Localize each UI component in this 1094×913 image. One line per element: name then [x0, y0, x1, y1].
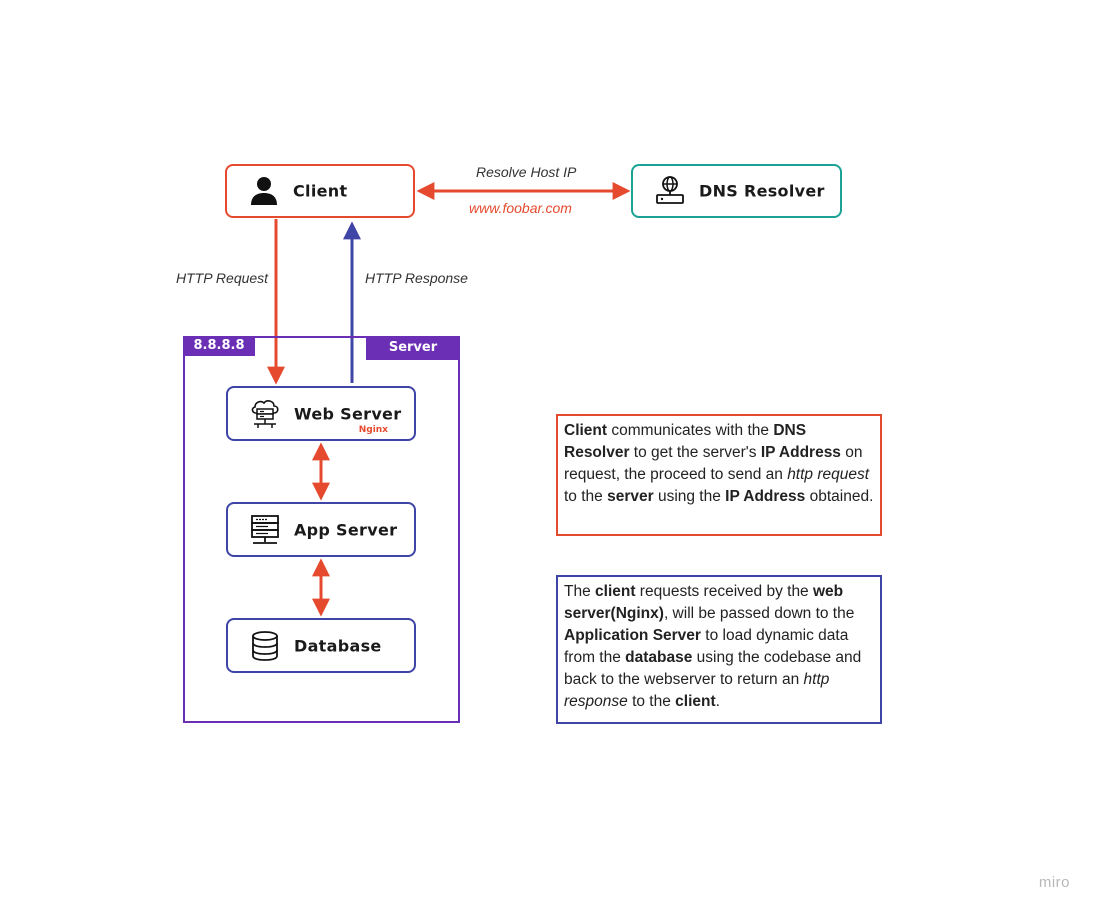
http-request-label: HTTP Request: [176, 270, 269, 286]
note-text-run: , will be passed down to the: [663, 605, 855, 622]
client-label: Client: [293, 181, 348, 201]
note-text-run: communicates with the: [607, 422, 774, 439]
app-server-node[interactable]: App Server: [226, 502, 416, 557]
dns-resolver-node[interactable]: DNS Resolver: [631, 164, 842, 218]
note-text-run: client: [595, 583, 636, 600]
database-node[interactable]: Database: [226, 618, 416, 673]
note-text-run: using the: [653, 488, 726, 505]
http-response-label: HTTP Response: [365, 270, 468, 286]
server-group: [183, 336, 460, 723]
note-text-run: obtained.: [805, 488, 874, 505]
note-text-run: .: [715, 693, 720, 710]
note-text-run: DNS Resolver: [564, 422, 807, 461]
app-server-label: App Server: [294, 520, 398, 539]
cloud-server-icon: [251, 399, 279, 428]
note-text-run: using the codebase and back to the webse…: [564, 649, 862, 688]
note-text-run: IP Address: [725, 488, 806, 505]
globe-server-icon: [656, 176, 684, 204]
dns-resolver-label: DNS Resolver: [699, 181, 825, 201]
note-text-run: client: [675, 693, 716, 710]
note-text-run: to get the server's: [629, 444, 761, 461]
note-text-run: to the: [627, 693, 676, 710]
note-text-run: to load dynamic data from the: [564, 627, 849, 666]
note-text-run: The: [564, 583, 596, 600]
note-text-run: to the: [564, 488, 608, 505]
database-icon: [252, 630, 278, 661]
nginx-sublabel: Nginx: [358, 425, 388, 435]
note-server-flow: The client requests received by the web …: [556, 575, 882, 724]
note-text-run: server: [607, 488, 654, 505]
server-ip-tag: 8.8.8.8: [183, 336, 255, 356]
domain-label: www.foobar.com: [469, 200, 572, 216]
note-text-run: IP Address: [760, 444, 841, 461]
note-text-run: http request: [787, 466, 870, 483]
note-text-run: on request, the proceed to send an: [564, 444, 863, 483]
server-name-tag: Server: [366, 336, 460, 360]
web-server-node[interactable]: Web Server Nginx: [226, 386, 416, 441]
web-server-label: Web Server: [294, 404, 402, 423]
note-text-run: http response: [564, 671, 830, 710]
database-label: Database: [294, 636, 382, 655]
note-text-run: Application Server: [564, 627, 701, 644]
note-text-run: web server(Nginx): [564, 583, 844, 622]
miro-watermark: miro: [1038, 874, 1070, 891]
client-node[interactable]: Client: [225, 164, 415, 218]
resolve-host-label: Resolve Host IP: [476, 164, 577, 180]
person-icon: [251, 177, 277, 205]
note-text-run: Client: [564, 422, 608, 439]
note-text-run: database: [625, 649, 693, 666]
note-text-run: requests received by the: [635, 583, 813, 600]
note-dns-flow: Client communicates with the DNS Resolve…: [556, 414, 882, 536]
server-rack-icon: [251, 514, 279, 544]
